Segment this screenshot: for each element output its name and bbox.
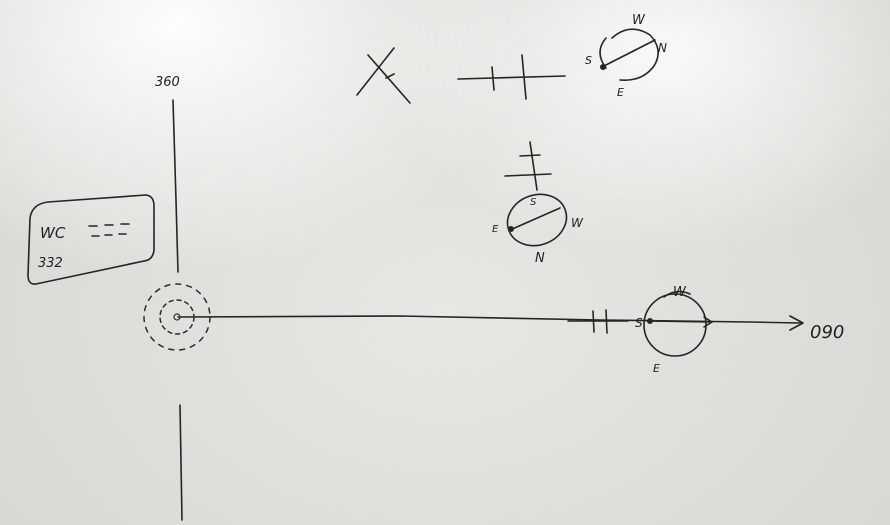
compass-middle-e: E — [492, 224, 499, 235]
compass-right-w-arc — [663, 290, 691, 298]
compass-middle-w: W — [571, 216, 584, 230]
wind-box-line1: WC — [40, 224, 66, 242]
compass-right-s: S — [635, 316, 643, 330]
compass-top-s: S — [585, 54, 592, 67]
compass-right-w: W — [673, 285, 687, 300]
outer-dashed-ring — [143, 283, 211, 351]
wind-box-border — [27, 194, 155, 285]
wind-box-line2: 332 — [38, 256, 63, 271]
compass-top-pivot — [600, 64, 606, 70]
wind-box-dashes — [88, 223, 130, 237]
compass-middle: S E W N — [492, 141, 584, 266]
wind-box: WC 332 — [27, 194, 155, 285]
compass-top-n: N — [658, 41, 667, 55]
horizontal-axis — [177, 315, 801, 324]
compass-middle-n: N — [535, 251, 545, 266]
vertical-axis-lower — [179, 404, 183, 521]
compass-top-w: W — [632, 13, 646, 28]
axis-arrow-right — [789, 315, 804, 331]
compass-middle-needle — [509, 207, 561, 231]
origin-point — [173, 313, 181, 321]
axis-double-tick — [567, 309, 629, 334]
compass-top-right: W N S E — [585, 13, 667, 99]
compass-right-needle — [647, 320, 713, 323]
heading-360-label: 360 — [155, 75, 180, 90]
compass-top-arc — [611, 28, 659, 82]
compass-right-arrowhead — [703, 316, 713, 328]
heading-090-label: 090 — [810, 322, 844, 343]
compass-right-e: E — [653, 362, 660, 375]
inner-dashed-ring — [159, 299, 195, 335]
compass-right-pivot — [647, 318, 653, 324]
compass-middle-pivot — [508, 226, 514, 232]
compass-right-circle — [643, 293, 707, 357]
crossed-runway-mark — [356, 47, 411, 104]
compass-top-e: E — [617, 86, 624, 99]
horizontal-tick-line — [457, 54, 566, 100]
compass-middle-circle — [506, 193, 568, 247]
compass-top-left-arc — [599, 37, 607, 69]
vertical-axis-upper — [172, 99, 179, 273]
compass-top-needle — [601, 39, 656, 68]
compass-right: W S E — [567, 285, 713, 375]
origin-target — [143, 283, 211, 351]
vertical-tick-line — [504, 141, 552, 191]
compass-middle-s: S — [530, 197, 537, 208]
